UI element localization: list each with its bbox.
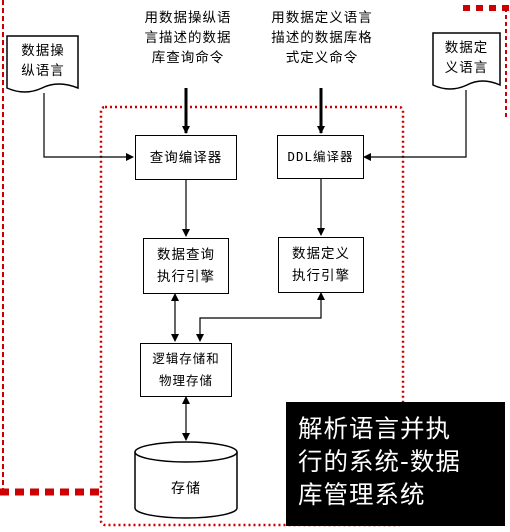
dml-to-compiler-connector [43,93,134,161]
ddl-document-label: 数据定 义语言 [444,40,489,76]
cylinder-icon [134,452,238,519]
ddl-engine-storage-link [196,292,325,342]
dbms-callout: 解析语言并执 行的系统-数据 库管理系统 [286,402,505,526]
dml-document-label: 数据操 纵语言 [21,43,65,79]
cylinder-top [134,441,238,463]
query-engine-box: 数据查询 执行引擎 [143,238,229,294]
logical-storage-box: 逻辑存储和 物理存储 [140,343,232,397]
ddl-command-annotation: 用数据定义语言 描述的数据库格 式定义命令 [271,10,373,66]
ddl-engine-box: 数据定义 执行引擎 [278,237,364,293]
query-compiler-box: 查询编译器 [135,135,237,180]
ddl-compiler-box: DDL编译器 [277,135,364,179]
storage-label: 存储 [171,481,201,497]
ddl-to-compiler-connector [363,90,467,161]
document-icon [432,32,501,90]
document-icon [6,35,79,93]
dbms-boundary [99,105,405,527]
query-command-annotation: 用数据操纵语 言描述的数据 库查询命令 [144,10,232,66]
